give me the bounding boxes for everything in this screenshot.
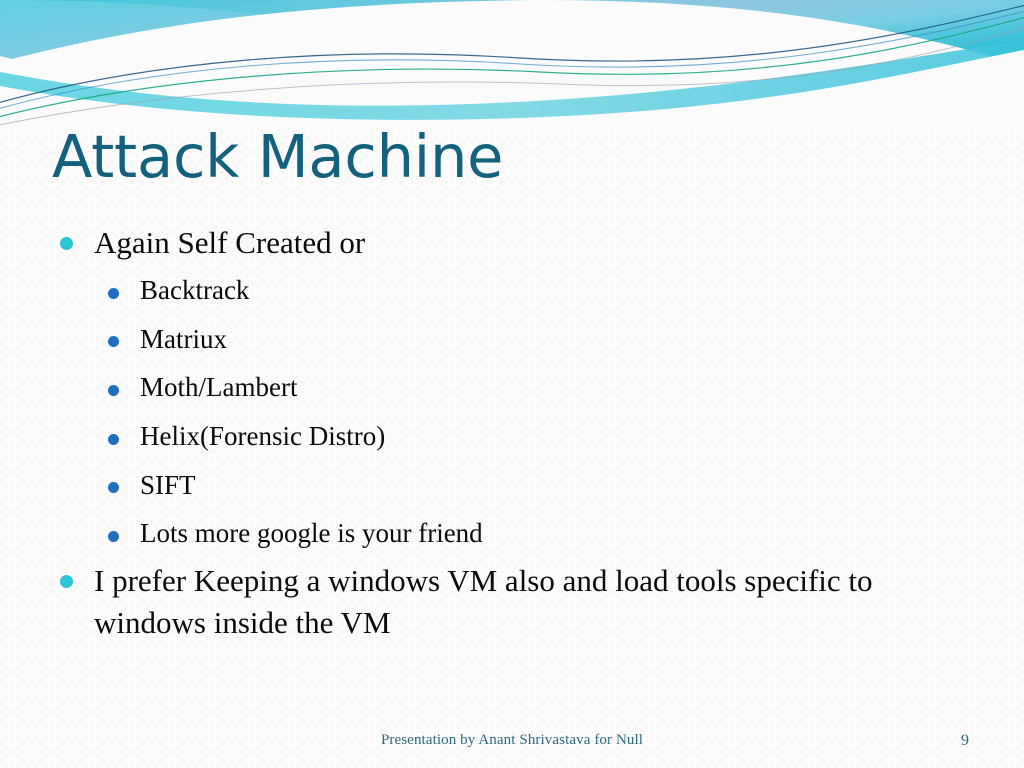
bullet-level1-text: I prefer Keeping a windows VM also and l…: [94, 562, 873, 640]
slide-body: Again Self Created or Backtrack Matriux …: [52, 222, 972, 646]
bullet-dot-level2-icon: [108, 482, 119, 494]
bullet-dot-level2-icon: [108, 433, 119, 445]
bullet-level2-text: Lots more google is your friend: [140, 518, 483, 549]
bullet-dot-level2-icon: [108, 287, 119, 299]
bullet-level2-item: Matriux: [52, 315, 972, 364]
bullet-level2-text: Moth/Lambert: [140, 372, 298, 403]
bullet-level2-item: SIFT: [52, 461, 972, 510]
bullet-level1-item: Again Self Created or: [52, 222, 972, 264]
header-wave-decoration: [0, 0, 1024, 130]
slide-number: 9: [961, 732, 969, 749]
bullet-level2-text: Helix(Forensic Distro): [140, 420, 386, 451]
bullet-level2-item: Helix(Forensic Distro): [52, 412, 972, 461]
bullet-dot-level2-icon: [108, 384, 119, 396]
wave-body-cover: [0, 50, 1024, 130]
bullet-level2-item: Backtrack: [52, 266, 972, 315]
bullet-dot-level1-icon: [60, 237, 73, 251]
accent-line-gray: [0, 27, 1024, 126]
bullet-level1-item: I prefer Keeping a windows VM also and l…: [52, 560, 972, 644]
bullet-level2-text: Backtrack: [140, 275, 250, 306]
accent-line-darkblue: [0, 4, 1024, 103]
bullet-level2-item: Moth/Lambert: [52, 363, 972, 412]
bullet-level2-text: Matriux: [140, 323, 227, 354]
bullet-level1-text: Again Self Created or: [94, 225, 366, 260]
accent-line-green: [0, 16, 1024, 118]
bullet-level2-list: Backtrack Matriux Moth/Lambert Helix(For…: [52, 266, 972, 558]
bullet-dot-level1-icon: [60, 574, 73, 588]
accent-line-blue: [0, 10, 1024, 109]
slide-title: Attack Machine: [52, 122, 504, 191]
wave-lower-crescent: [0, 40, 1024, 124]
bullet-dot-level2-icon: [108, 530, 119, 542]
bullet-level2-item: Lots more google is your friend: [52, 509, 972, 558]
bullet-level2-text: SIFT: [140, 469, 196, 500]
footer-presentation-credit: Presentation by Anant Shrivastava for Nu…: [380, 732, 644, 748]
bullet-dot-level2-icon: [108, 336, 119, 348]
